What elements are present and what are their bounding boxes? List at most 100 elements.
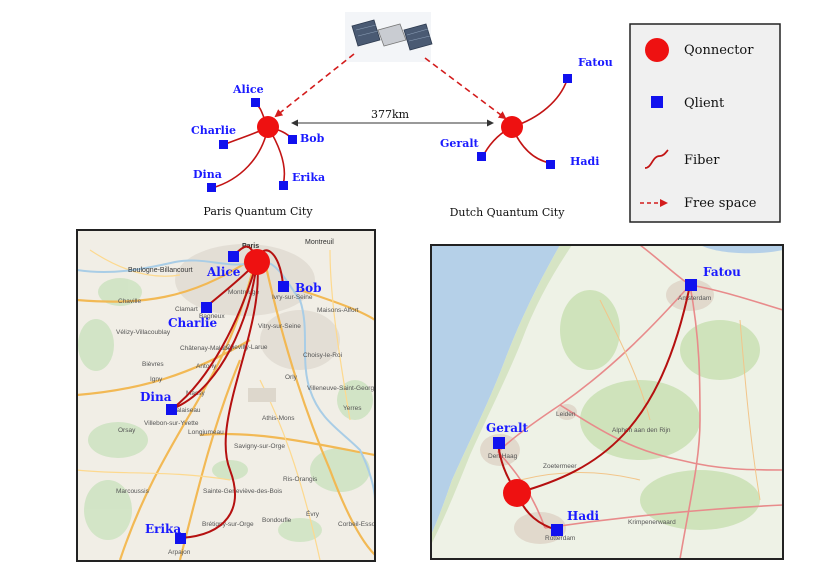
town-bondoufle: Bondoufle [262, 517, 292, 524]
town-chaville: Chaville [118, 298, 142, 305]
label-fatou: Fatou [578, 56, 613, 69]
nl-map-qlients [493, 279, 697, 536]
label-hadi: Hadi [570, 155, 599, 168]
nl-map: Amsterdam Leiden Den Haag Zoetermeer Rot… [430, 244, 784, 560]
town-ivry: Ivry-sur-Seine [272, 294, 313, 301]
town-ris: Ris-Orangis [283, 476, 318, 483]
qlient-fatou [563, 74, 572, 83]
paris-map-towns: Paris Montreuil Boulogne-Billancourt Mon… [116, 239, 390, 556]
nl-map-label-fatou: Fatou [703, 265, 741, 279]
town-montrouge: Montrouge [228, 289, 259, 296]
qlient-geralt [477, 152, 486, 161]
qlient-hadi [546, 160, 555, 169]
free-space-link-dutch [424, 57, 507, 120]
town-marcoussis: Marcoussis [116, 488, 150, 495]
paris-qlients [207, 98, 297, 192]
town-palaiseau: Palaiseau [172, 407, 201, 414]
paris-map-qlient-dina [166, 404, 177, 415]
nl-map-label-geralt: Geralt [486, 421, 529, 435]
legend-qlient-label: Qlient [684, 96, 725, 111]
paris-map: Paris Montreuil Boulogne-Billancourt Mon… [76, 229, 390, 562]
nl-map-qlient-hadi [551, 524, 563, 536]
town-yerres: Yerres [343, 405, 362, 412]
paris-map-qlient-bob [278, 281, 289, 292]
paris-caption: Paris Quantum City [203, 205, 313, 218]
legend-free-space-label: Free space [684, 196, 757, 211]
town-athis: Athis-Mons [262, 415, 295, 422]
town-amsterdam: Amsterdam [678, 295, 711, 302]
paris-map-label-charlie: Charlie [168, 316, 217, 330]
nl-map-label-hadi: Hadi [567, 509, 600, 523]
paris-map-label-erika: Erika [145, 522, 181, 536]
town-bretigny: Brétigny-sur-Orge [202, 521, 254, 528]
town-chatenay: Châtenay-Malabry [180, 345, 234, 352]
paris-map-label-alice: Alice [206, 265, 241, 279]
qlient-erika [279, 181, 288, 190]
town-bievres: Bièvres [142, 361, 164, 368]
paris-map-qonnector [244, 249, 270, 275]
town-evry: Évry [306, 509, 320, 518]
town-krimpenerwaard: Krimpenerwaard [628, 519, 676, 526]
satellite-icon [345, 12, 433, 62]
label-charlie: Charlie [191, 124, 236, 137]
dutch-qonnector [501, 116, 523, 138]
town-boulogne: Boulogne-Billancourt [128, 267, 193, 274]
schematic: 377km Alice Bob Charlie Dina Erika Paris… [191, 12, 613, 219]
town-den-haag: Den Haag [488, 453, 518, 460]
nl-map-qlient-geralt [493, 437, 505, 449]
qlient-alice [251, 98, 260, 107]
qlient-charlie [219, 140, 228, 149]
town-chevilly: Chevilly-Larue [226, 344, 268, 351]
paris-map-frame [76, 229, 376, 562]
town-clamart: Clamart [175, 306, 198, 313]
paris-map-qlient-charlie [201, 302, 212, 313]
town-paris: Paris [242, 243, 259, 250]
town-alphen: Alphen aan den Rijn [612, 427, 671, 434]
town-montreuil: Montreuil [305, 239, 334, 246]
town-igny: Igny [150, 376, 163, 383]
town-villebon: Villebon-sur-Yvette [144, 420, 199, 427]
town-maisons-alfort: Maisons-Alfort [317, 307, 359, 314]
paris-map-qlient-erika [175, 533, 186, 544]
town-vitry: Vitry-sur-Seine [258, 323, 301, 330]
paris-map-label-bob: Bob [295, 281, 322, 295]
town-villeneuve-sg: Villeneuve-Saint-Georges [307, 385, 382, 392]
label-bob: Bob [300, 132, 325, 145]
town-bagneux: Bagneux [199, 313, 225, 320]
dutch-fibers [481, 79, 568, 164]
label-erika: Erika [292, 171, 325, 184]
paris-map-qlient-alice [228, 251, 239, 262]
town-antony: Antony [196, 363, 217, 370]
town-choisy: Choisy-le-Roi [303, 352, 342, 359]
nl-map-towns: Amsterdam Leiden Den Haag Zoetermeer Rot… [488, 295, 711, 542]
legend: Qonnector Qlient Fiber Free space [629, 23, 781, 223]
paris-map-qlients [166, 251, 289, 544]
town-velizy: Vélizy-Villacoublay [116, 329, 171, 336]
dutch-caption: Dutch Quantum City [450, 206, 566, 219]
legend-fiber-icon [644, 149, 669, 169]
nl-map-qlient-fatou [685, 279, 697, 291]
legend-fiber-label: Fiber [684, 153, 720, 168]
town-rotterdam: Rotterdam [545, 535, 575, 542]
legend-qlient-icon [651, 96, 663, 108]
town-savigny: Savigny-sur-Orge [234, 443, 285, 450]
town-longjumeau: Longjumeau [188, 429, 224, 436]
legend-qonnector-label: Qonnector [684, 43, 754, 58]
qlient-bob [288, 135, 297, 144]
legend-qonnector-icon [645, 38, 669, 62]
label-alice: Alice [232, 83, 264, 96]
town-leiden: Leiden [556, 411, 576, 418]
town-corbeil: Corbeil-Essonnes [338, 521, 390, 528]
town-orly: Orly [285, 374, 298, 381]
free-space-link-paris [274, 53, 355, 118]
nl-map-qonnector [503, 479, 531, 507]
town-orsay: Orsay [118, 427, 136, 434]
qlient-dina [207, 183, 216, 192]
town-zoetermeer: Zoetermeer [543, 463, 577, 470]
dutch-qlients [477, 74, 572, 169]
town-sainte-genevieve: Sainte-Geneviève-des-Bois [203, 488, 283, 495]
label-dina: Dina [193, 168, 222, 181]
label-geralt: Geralt [440, 137, 479, 150]
town-arpajon: Arpajon [168, 549, 191, 556]
